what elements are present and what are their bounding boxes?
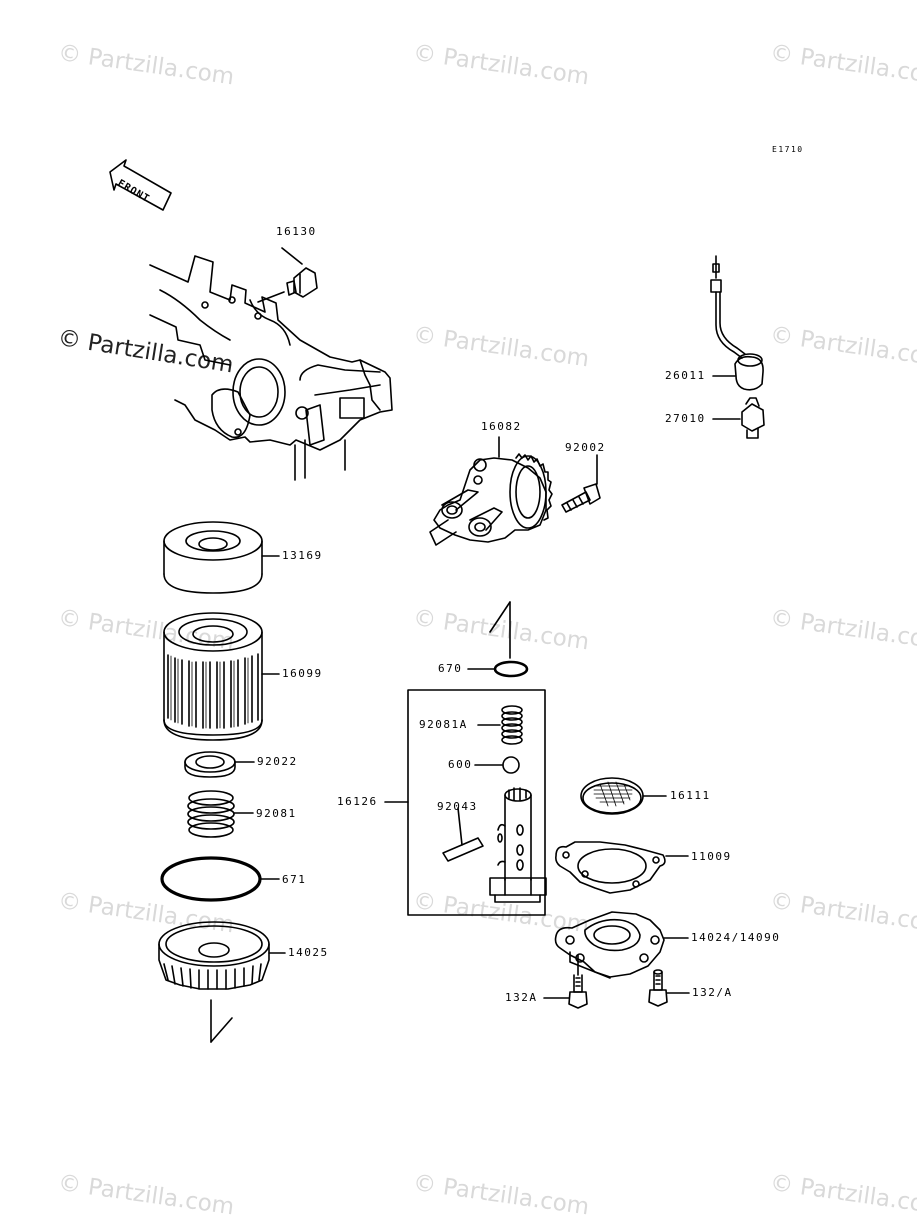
crankcase-illustration [149,255,393,481]
oil-jet-part [257,247,318,303]
gasket-part [555,841,689,894]
filter-cap-part [163,521,280,594]
bolt-132a-part [543,954,588,1009]
oil-screen-part [580,777,667,815]
pressure-switch-part [712,397,765,439]
callout-670[interactable]: 670 [438,662,463,675]
callout-132a[interactable]: 132A [505,991,538,1004]
oil-filter-element-part [163,612,280,741]
callout-16111[interactable]: 16111 [670,789,711,802]
pump-bolt-part [561,454,601,513]
callout-11009[interactable]: 11009 [691,850,732,863]
callout-16130[interactable]: 16130 [276,225,317,238]
diagram-code: E1710 [772,145,804,154]
bolt-132-a-part [648,969,690,1007]
pin-part [442,807,484,862]
pump-cover-part [554,911,689,979]
callout-92081[interactable]: 92081 [256,807,297,820]
callout-14024-14090[interactable]: 14024/14090 [691,931,781,944]
relief-valve-bracket [384,689,546,916]
filter-cover-part [158,921,286,1043]
valve-spring-part [477,705,523,745]
callout-92081a[interactable]: 92081A [419,718,468,731]
pressure-switch-lead-part [710,255,764,391]
washer-part [184,751,255,778]
callout-16126[interactable]: 16126 [337,795,378,808]
callout-92002[interactable]: 92002 [565,441,606,454]
oil-pump-part [429,436,553,546]
o-ring-670-part [467,660,529,678]
callout-27010[interactable]: 27010 [665,412,706,425]
callout-26011[interactable]: 26011 [665,369,706,382]
callout-92022[interactable]: 92022 [257,755,298,768]
callout-13169[interactable]: 13169 [282,549,323,562]
callout-16082[interactable]: 16082 [481,420,522,433]
relief-valve-body [489,787,547,903]
callout-16099[interactable]: 16099 [282,667,323,680]
o-ring-671-part [160,856,280,902]
callout-92043[interactable]: 92043 [437,800,478,813]
callout-600[interactable]: 600 [448,758,473,771]
front-arrow-icon [109,159,172,211]
steel-ball-part [474,756,520,774]
callout-14025[interactable]: 14025 [288,946,329,959]
callout-132-a[interactable]: 132/A [692,986,733,999]
callout-671[interactable]: 671 [282,873,307,886]
filter-spring-part [187,790,254,838]
